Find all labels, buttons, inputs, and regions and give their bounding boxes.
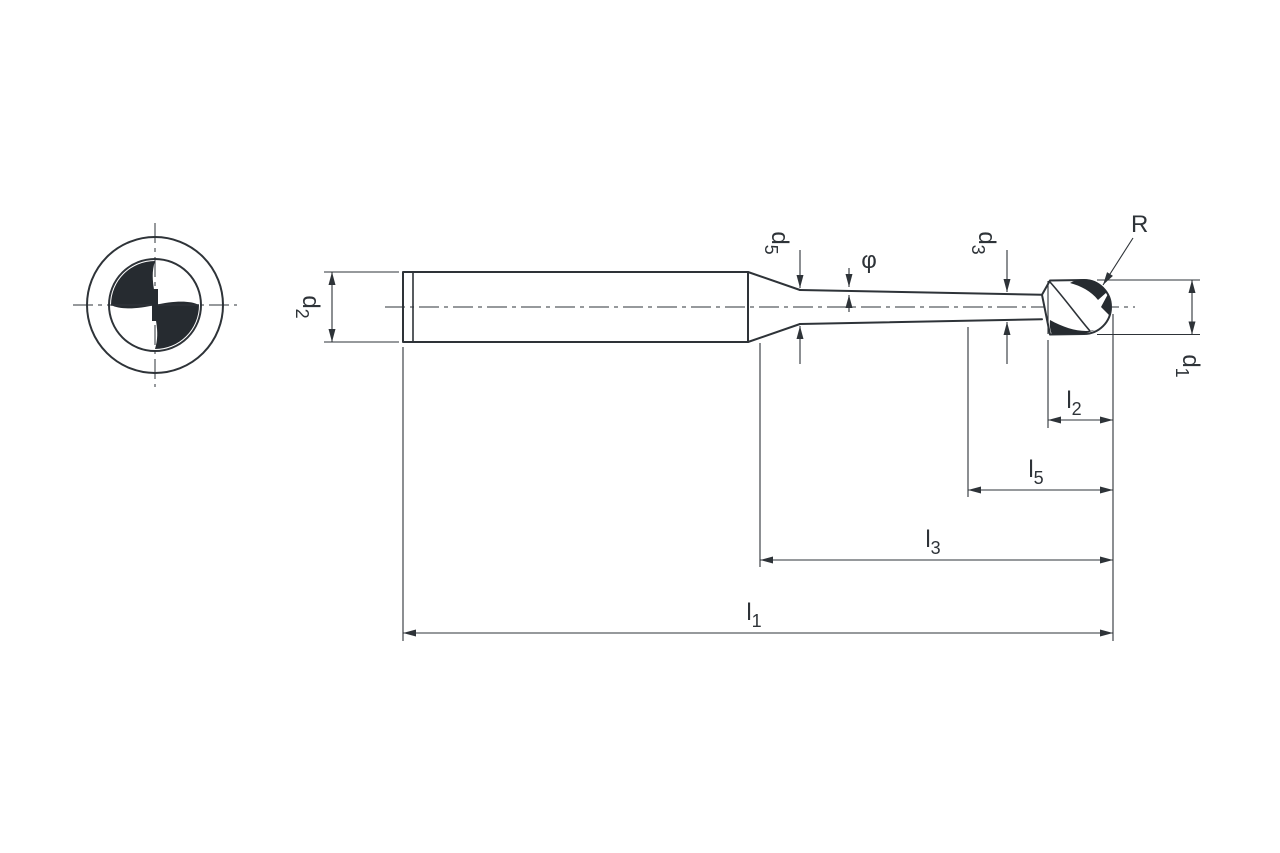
label-phi: φ — [861, 247, 877, 274]
flute-blade-lower — [154, 301, 199, 349]
label-d5: d5 — [761, 231, 793, 254]
cone-bottom-line — [747, 323, 801, 343]
cutter-core-circle — [108, 258, 202, 352]
neck-top-line — [799, 289, 1043, 296]
center-gash — [152, 289, 158, 321]
cone-top-line — [747, 271, 801, 291]
flute-dark-tip — [1101, 294, 1111, 315]
neck-bottom-line — [799, 318, 1043, 325]
front-view — [73, 223, 237, 387]
dimension-l2: l2 — [1047, 340, 1113, 428]
dimension-l5: l5 — [967, 327, 1113, 497]
label-d3: d3 — [968, 231, 1000, 254]
label-d2: d2 — [292, 295, 324, 318]
label-d1: d1 — [1172, 354, 1204, 377]
flute-face-curve — [1049, 281, 1091, 332]
dimension-phi: φ — [845, 247, 877, 312]
dimension-d5: d5 — [761, 231, 804, 364]
outer-diameter-circle — [86, 236, 224, 374]
dimension-d1: d1 — [1097, 279, 1204, 378]
label-l1: l1 — [746, 599, 761, 631]
dimension-d3: d3 — [968, 231, 1011, 364]
dimension-d2: d2 — [292, 271, 399, 343]
leader-line — [1102, 237, 1134, 286]
flute-blade-upper — [111, 261, 156, 309]
flute-dark-top — [1070, 279, 1107, 300]
dimension-l1: l1 — [402, 347, 1113, 641]
label-l3: l3 — [925, 526, 940, 558]
shank-outline — [402, 271, 749, 343]
flute-dark-bottom — [1049, 320, 1095, 335]
dimension-l3: l3 — [759, 343, 1113, 567]
label-l5: l5 — [1028, 456, 1043, 488]
label-r: R — [1131, 211, 1148, 238]
side-view — [385, 271, 1135, 343]
dimension-r: R — [1102, 211, 1148, 286]
label-l2: l2 — [1066, 387, 1081, 419]
